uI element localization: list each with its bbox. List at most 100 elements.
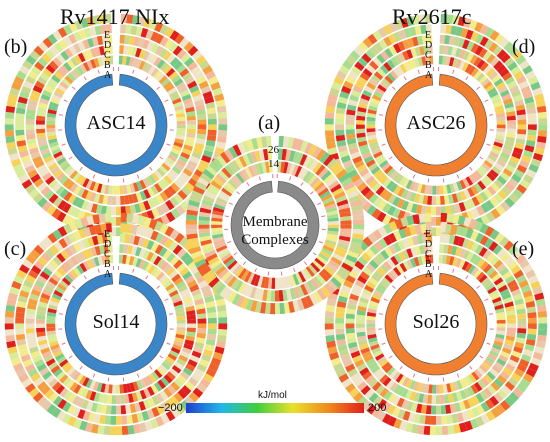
ring-segment: [254, 163, 261, 175]
ring-segment: [458, 201, 466, 212]
ring-segment: [26, 109, 36, 116]
ring-segment: [218, 124, 228, 131]
ring-segment: [485, 283, 495, 292]
ring-segment: [350, 173, 361, 184]
ring-segment: [78, 375, 87, 385]
ring-segment: [73, 185, 82, 195]
ring-segment: [116, 426, 123, 436]
ring-segment: [91, 36, 99, 47]
ring-segment: [27, 368, 38, 378]
ring-letter-b-e: E: [104, 30, 111, 41]
ring-segment: [286, 162, 293, 175]
ring-segment: [207, 129, 217, 136]
ring-letter-d-c: C: [425, 50, 432, 61]
ring-segment: [216, 154, 227, 167]
ring-segment: [89, 225, 97, 236]
ring-segment: [116, 206, 122, 216]
ring-segment: [491, 365, 502, 374]
ring-segment: [42, 267, 53, 277]
ring-segment: [45, 49, 56, 60]
ring-segment: [126, 414, 133, 425]
hub-tick: [479, 355, 484, 359]
ring-segment: [227, 162, 238, 174]
ring-segment: [497, 374, 507, 385]
ring-segment: [156, 167, 166, 177]
ring-segment: [441, 415, 448, 425]
ring-segment: [504, 381, 516, 391]
ring-segment: [382, 376, 392, 387]
ring-segment: [340, 224, 352, 229]
ring-segment: [41, 252, 52, 263]
ring-segment: [363, 155, 374, 164]
ring-segment: [132, 15, 140, 25]
ring-segment: [66, 258, 76, 268]
ring-segment: [28, 70, 39, 80]
ring-segment: [439, 244, 445, 254]
ring-segment: [45, 64, 56, 74]
ring-segment: [57, 27, 68, 38]
ring-segment: [124, 195, 130, 205]
ring-segment: [357, 106, 367, 113]
ring-segment: [481, 361, 491, 371]
ring-segment: [303, 282, 313, 294]
ring-segment: [185, 219, 198, 225]
ring-segment: [492, 244, 503, 255]
ring-segment: [92, 381, 100, 391]
ring-segment: [51, 293, 62, 301]
ring-segment: [206, 187, 218, 197]
ring-segment: [176, 128, 186, 133]
ring-segment: [495, 112, 506, 118]
ring-segment: [76, 198, 85, 209]
ring-segment: [27, 341, 38, 349]
ring-segment: [447, 424, 455, 435]
ring-segment: [224, 164, 235, 176]
ring-segment: [40, 347, 51, 355]
ring-segment: [96, 234, 104, 245]
ring-segment: [480, 78, 491, 87]
ring-segment: [400, 17, 409, 29]
ring-segment: [499, 288, 510, 297]
ring-segment: [172, 97, 182, 105]
ring-segment: [167, 185, 177, 196]
ring-segment: [108, 384, 113, 394]
ring-segment: [309, 177, 320, 188]
ring-segment: [492, 343, 502, 351]
ring-segment: [196, 363, 207, 373]
ring-segment: [427, 45, 433, 55]
ring-segment: [38, 240, 49, 251]
ring-segment: [338, 207, 351, 214]
circos-panel-membrane-complexes: [185, 135, 365, 315]
ring-segment: [49, 141, 59, 148]
ring-segment: [167, 154, 178, 162]
ring-segment: [7, 346, 18, 355]
ring-segment: [135, 391, 143, 401]
ring-segment: [361, 252, 372, 263]
ring-segment: [407, 236, 415, 247]
ring-segment: [362, 288, 373, 297]
ring-segment: [493, 101, 503, 108]
ring-segment: [159, 261, 169, 271]
ring-segment: [360, 186, 371, 197]
ring-segment: [77, 251, 86, 262]
ring-segment: [415, 403, 423, 414]
ring-segment: [418, 393, 425, 403]
ring-segment: [7, 292, 18, 301]
ring-segment: [196, 109, 206, 116]
ring-segment: [40, 148, 51, 156]
ring-segment: [368, 277, 379, 286]
ring-segment: [504, 301, 514, 308]
ring-segment: [78, 29, 87, 40]
ring-segment: [189, 354, 200, 363]
ring-segment: [17, 295, 28, 303]
ring-segment: [126, 14, 134, 24]
ring-segment: [323, 173, 335, 184]
ring-separator: [59, 68, 173, 182]
ring-segment: [504, 57, 515, 68]
ring-segment: [500, 252, 511, 263]
ring-segment: [76, 397, 85, 408]
ring-letter-c-c: C: [104, 249, 111, 260]
ring-segment: [156, 59, 166, 69]
ring-segment: [474, 170, 483, 180]
ring-segment: [21, 378, 33, 389]
ring-segment: [349, 346, 359, 354]
